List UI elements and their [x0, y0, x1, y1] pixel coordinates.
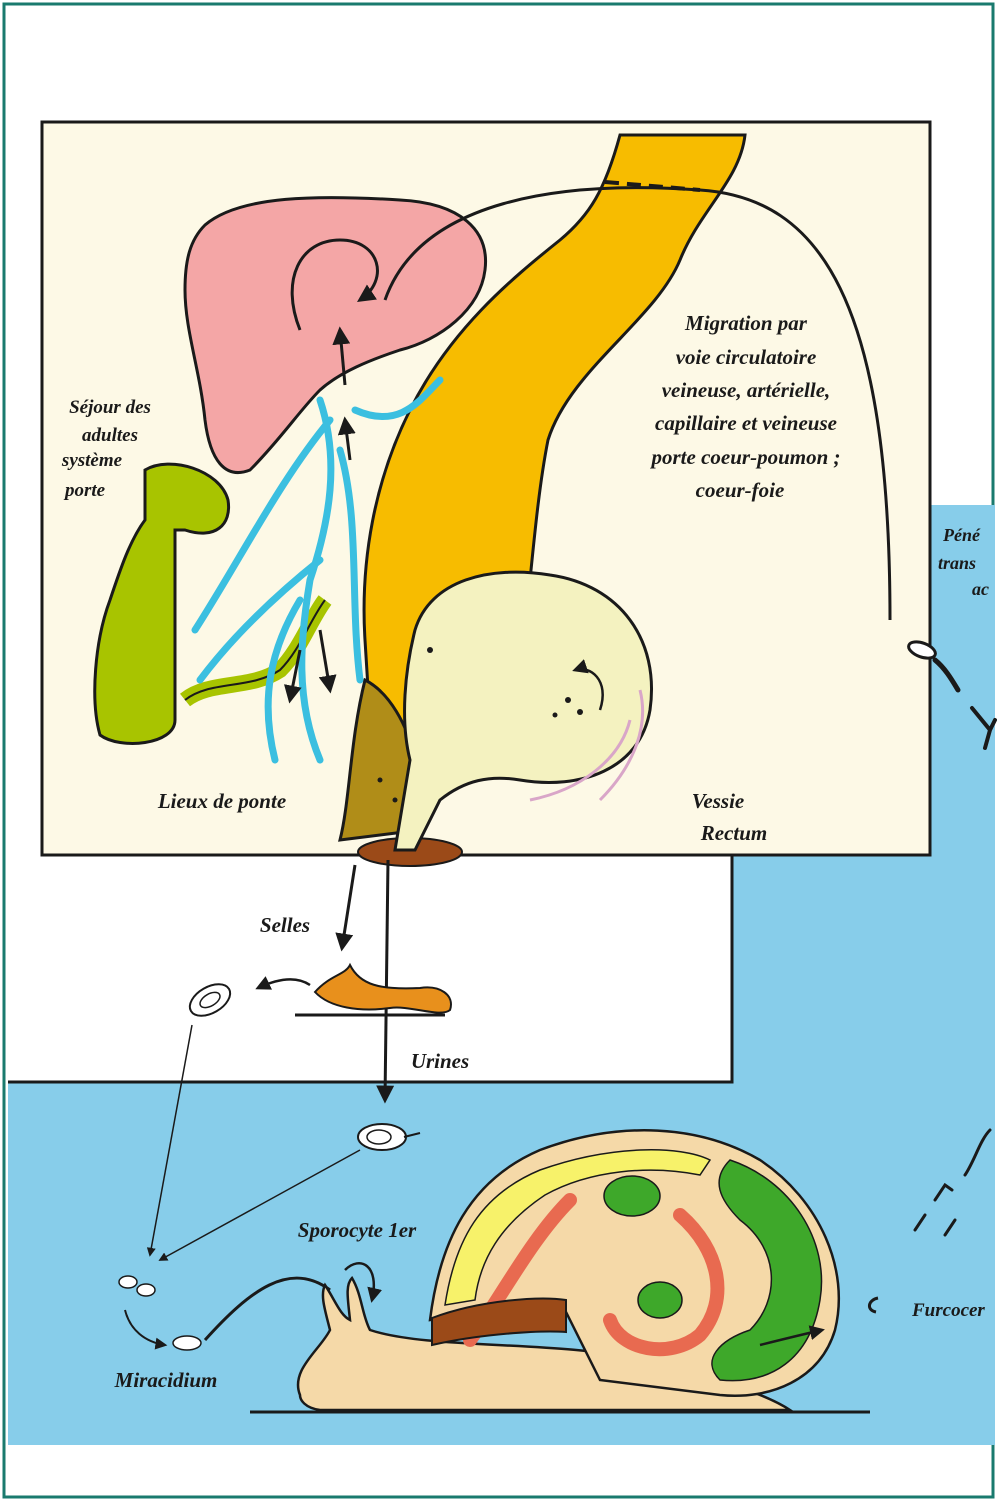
label-penetration-line2: trans [938, 553, 976, 573]
label-furcocercaire: Furcocer [911, 1300, 985, 1321]
label-migration-line6: coeur-foie [696, 478, 785, 502]
label-sejour-line3: système [61, 450, 123, 471]
label-migration-line4: capillaire et veineuse [655, 411, 837, 435]
label-vessie: Vessie [692, 789, 745, 813]
label-migration-line1: Migration par [684, 311, 808, 335]
label-sejour-line1: Séjour des [69, 397, 151, 418]
snail-shell-spiral-center [638, 1282, 682, 1318]
label-rectum: Rectum [700, 821, 768, 845]
label-miracidium: Miracidium [114, 1368, 218, 1392]
label-sejour-line4: porte [63, 480, 106, 501]
label-selles: Selles [260, 913, 310, 937]
snail-green-organ [604, 1176, 660, 1216]
label-sejour-line2: adultes [82, 425, 138, 446]
label-sporocyte: Sporocyte 1er [298, 1218, 417, 1242]
label-lieux-de-ponte: Lieux de ponte [157, 789, 286, 813]
label-migration-line2: voie circulatoire [676, 345, 817, 369]
label-urines: Urines [411, 1049, 469, 1073]
miracidium [173, 1336, 201, 1350]
label-penetration-line3: ac [972, 579, 989, 599]
label-migration-line5: porte coeur-poumon ; [650, 445, 841, 469]
label-penetration-line1: Péné [942, 525, 981, 545]
label-migration-line3: veineuse, artérielle, [662, 378, 831, 402]
